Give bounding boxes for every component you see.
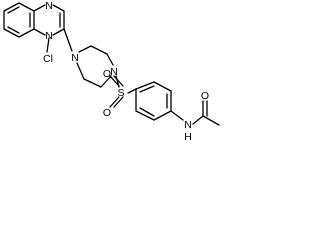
atom-label-n-piperazine-left: N	[71, 52, 79, 64]
atom-label-n-piperazine-right: N	[110, 66, 118, 78]
atom-label-o-carbonyl: O	[201, 90, 209, 102]
atom-label-o-bottom: O	[103, 107, 111, 119]
atom-label-n-bottom: N	[45, 30, 53, 42]
atom-label-nh-n: N	[184, 119, 192, 131]
atom-label-cl: Cl	[43, 53, 53, 65]
atom-label-nh-h: H	[184, 131, 192, 143]
atom-label-o-top: O	[103, 68, 111, 80]
atom-labels: N N Cl N N S O O N H O	[43, 0, 209, 143]
atom-label-s: S	[117, 87, 124, 99]
bonds	[3, 2, 220, 126]
atom-label-n-top: N	[45, 0, 53, 12]
chemical-structure: N N Cl N N S O O N H O	[3, 0, 220, 143]
